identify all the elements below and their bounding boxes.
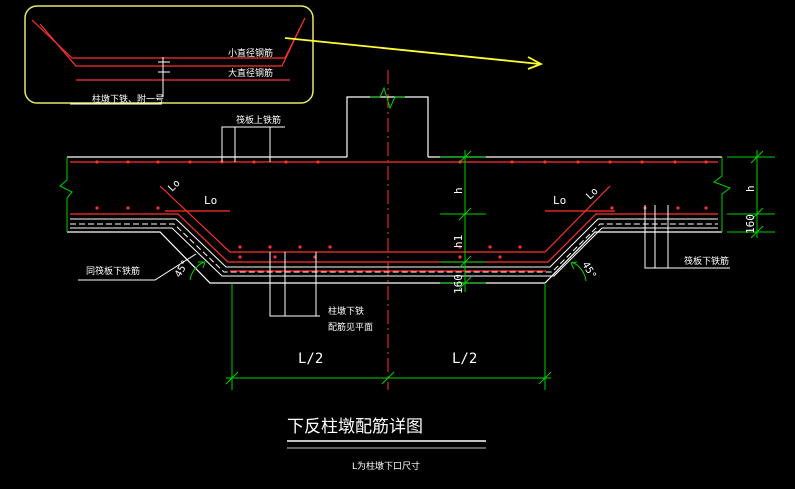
dim-160-left-label: 160 bbox=[452, 274, 465, 294]
dim-half-left-label: L/2 bbox=[298, 351, 323, 367]
dim-h1-label: h1 bbox=[452, 235, 465, 248]
pier-bottom-label-1: 柱墩下铁 bbox=[328, 305, 364, 317]
drawing-title: 下反柱墩配筋详图 bbox=[287, 417, 423, 437]
angle-left-mark bbox=[189, 261, 206, 281]
callout-small-bar-label: 小直径钢筋 bbox=[228, 47, 273, 59]
raft-bottom-left-leader bbox=[78, 253, 197, 281]
raft-bottom-right-label: 筏板下铁筋 bbox=[684, 255, 729, 267]
dim-right bbox=[727, 150, 775, 239]
callout-large-bar-label: 大直径钢筋 bbox=[228, 67, 273, 79]
column bbox=[346, 86, 429, 157]
drawing-subtitle: L为柱墩下口尺寸 bbox=[352, 460, 420, 472]
pier-top-bar bbox=[159, 185, 611, 253]
lo-diag-right-label: Lo bbox=[584, 186, 600, 202]
reinforcement bbox=[70, 161, 718, 277]
dim-160-right-label: 160 bbox=[744, 214, 757, 234]
dim-h-right-label: h bbox=[744, 185, 757, 192]
dim-center bbox=[440, 150, 486, 292]
angle-right-mark bbox=[570, 261, 587, 282]
lo-right-label: Lo bbox=[553, 194, 566, 207]
callout-arrow bbox=[284, 37, 544, 70]
lo-left-label: Lo bbox=[204, 194, 217, 207]
callout-box: 小直径钢筋 大直径钢筋 柱墩下铁、附一号 bbox=[24, 5, 314, 105]
pier-bottom-leader bbox=[269, 252, 320, 317]
rebar-dots bbox=[95, 160, 708, 259]
raft-bottom-right-leader bbox=[644, 205, 730, 269]
callout-frame bbox=[24, 5, 314, 104]
raft-top-bar-leader bbox=[221, 126, 285, 162]
dim-h-top-label: h bbox=[452, 187, 465, 194]
dim-half-right-label: L/2 bbox=[452, 351, 477, 367]
raft-outline bbox=[59, 156, 732, 284]
raft-bottom-left-label: 同筏板下铁筋 bbox=[86, 265, 140, 277]
lo-diag-left-label: Lo bbox=[166, 178, 182, 194]
pier-bottom-label-2: 配筋见平面 bbox=[328, 321, 373, 333]
callout-pier-bottom-label: 柱墩下铁、附一号 bbox=[92, 93, 164, 105]
raft-top-bar-label: 筏板上铁筋 bbox=[236, 114, 281, 126]
callout-large-bar bbox=[39, 23, 301, 67]
dim-bottom bbox=[225, 283, 552, 390]
